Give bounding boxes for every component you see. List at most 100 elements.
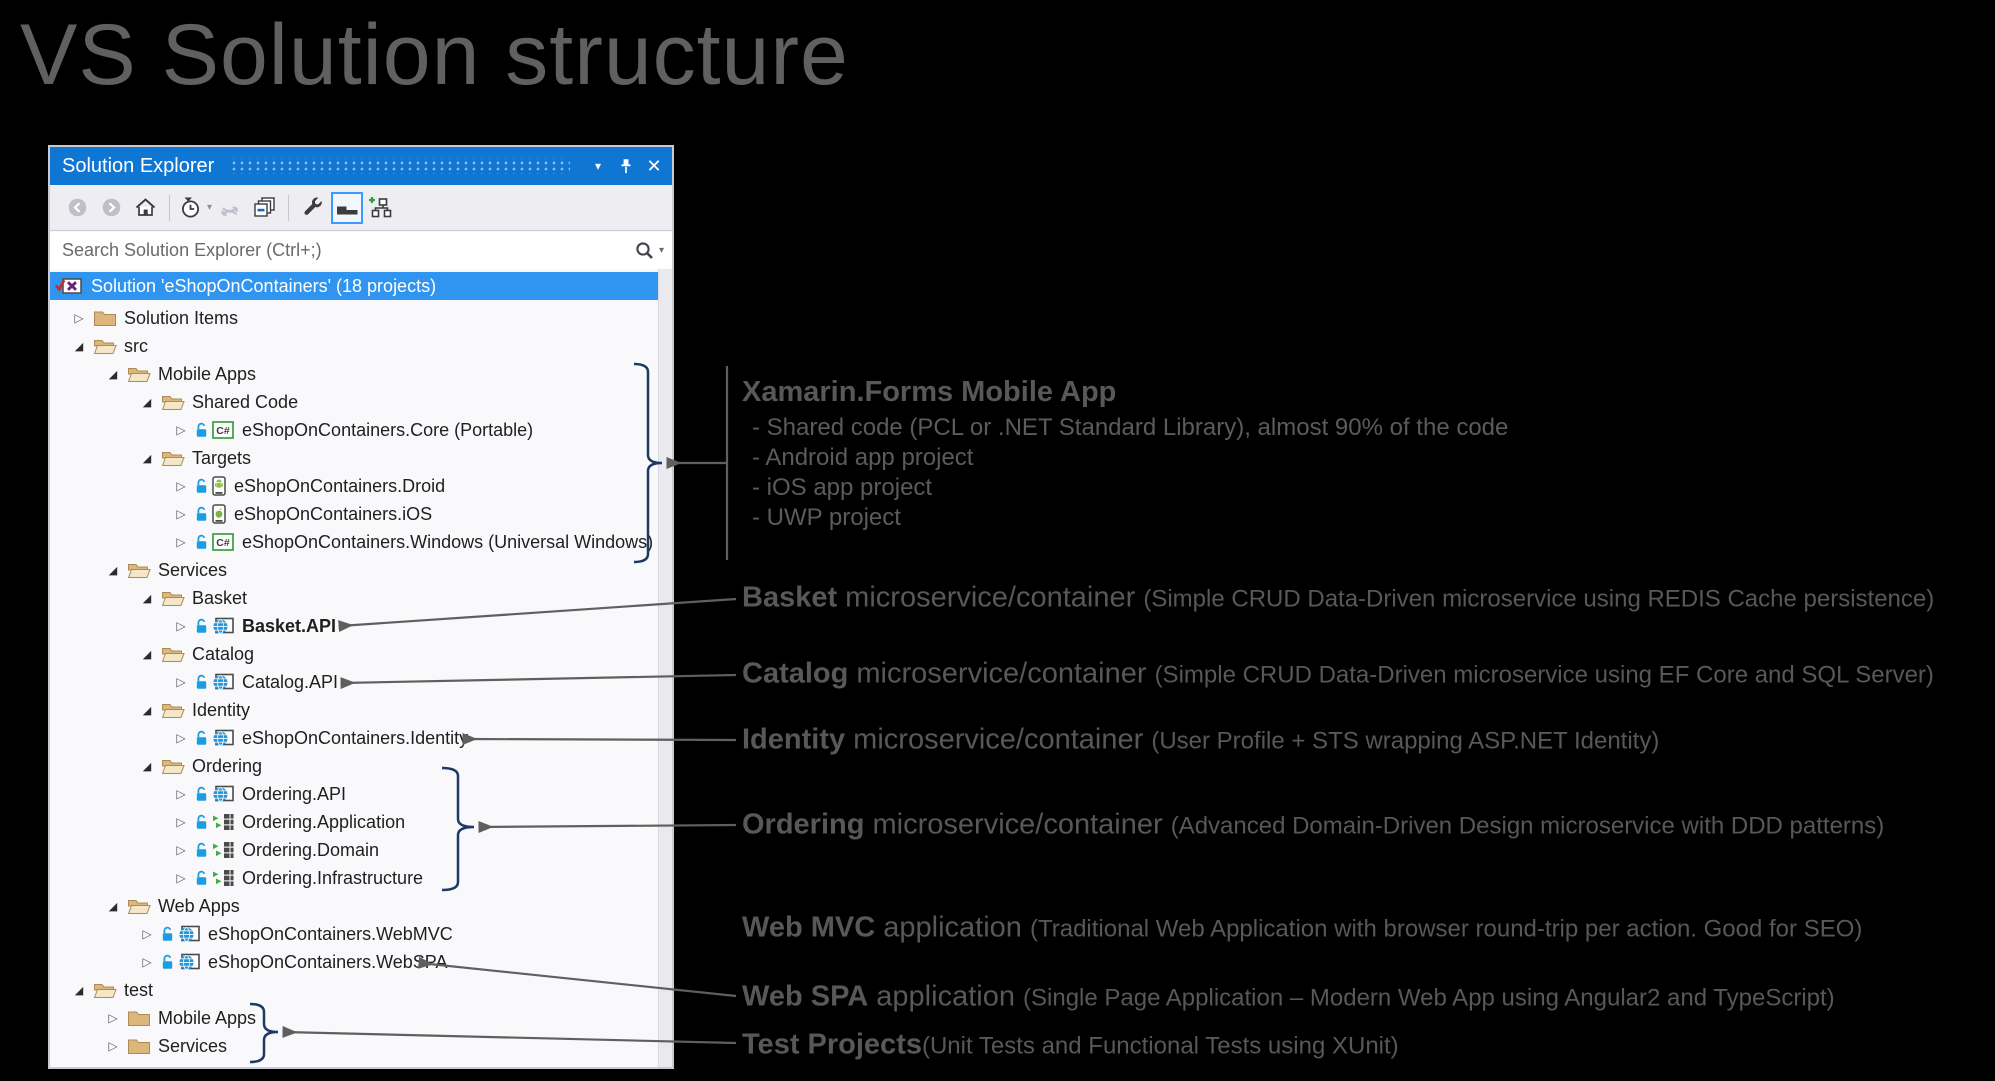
folder-open-icon (161, 589, 185, 607)
lock-icon (161, 954, 174, 970)
tree-item-label: eShopOnContainers.Core (Portable) (242, 419, 534, 440)
callout-text-bold: Ordering (742, 808, 865, 841)
preview-selected-items-icon[interactable] (331, 191, 364, 224)
web-icon (211, 785, 235, 803)
expander-expanded-icon[interactable]: ◢ (108, 564, 118, 577)
tree-item-web-apps[interactable]: ◢Web Apps (50, 892, 659, 920)
expander-collapsed-icon[interactable]: ▷ (176, 507, 186, 521)
expander-collapsed-icon[interactable]: ▷ (176, 787, 186, 801)
close-icon[interactable]: ✕ (646, 155, 662, 176)
classlib-icon (211, 841, 235, 859)
expander-collapsed-icon[interactable]: ▷ (176, 731, 186, 745)
tree-item-mobile-apps[interactable]: ◢Mobile Apps (50, 360, 659, 388)
tree-item-solution-root[interactable]: Solution 'eShopOnContainers' (18 project… (50, 272, 659, 300)
callout-identity: Identity microservice/container (User Pr… (742, 724, 1659, 757)
expander-collapsed-icon[interactable]: ▷ (74, 311, 84, 325)
expander-expanded-icon[interactable]: ◢ (108, 368, 118, 381)
dropdown-chevron-icon[interactable]: ▾ (207, 202, 213, 213)
tree-item-eshoponcontainers-droid[interactable]: ▷eShopOnContainers.Droid (50, 472, 659, 500)
tree-item-eshoponcontainers-webspa[interactable]: ▷ eShopOnContainers.WebSPA (50, 948, 659, 976)
tree-item-ordering-application[interactable]: ▷Ordering.Application (50, 808, 659, 836)
window-position-chevron-icon[interactable]: ▾ (594, 159, 602, 173)
web-icon (177, 925, 201, 943)
tree-item-eshoponcontainers-core-portable-[interactable]: ▷ C# eShopOnContainers.Core (Portable) (50, 416, 659, 444)
expander-expanded-icon[interactable]: ◢ (74, 984, 84, 997)
tree-item-eshoponcontainers-identity[interactable]: ▷eShopOnContainers.Identity (50, 724, 659, 752)
tree-item-label: Mobile Apps (158, 1007, 257, 1028)
expander-collapsed-icon[interactable]: ▷ (176, 535, 186, 549)
expander-expanded-icon[interactable]: ◢ (142, 396, 152, 409)
lock-icon (195, 478, 208, 494)
tree-item-label: eShopOnContainers.WebMVC (208, 923, 453, 944)
csharp-icon: C# (211, 533, 235, 551)
tree-item-catalog-api[interactable]: ▷Catalog.API (50, 668, 659, 696)
tree-item-eshoponcontainers-ios[interactable]: ▷eShopOnContainers.iOS (50, 500, 659, 528)
expander-collapsed-icon[interactable]: ▷ (142, 927, 152, 941)
expander-collapsed-icon[interactable]: ▷ (176, 843, 186, 857)
tree-item-services[interactable]: ▷Services (50, 1032, 659, 1060)
tree-item-identity[interactable]: ◢ Identity (50, 696, 659, 724)
expander-expanded-icon[interactable]: ◢ (108, 900, 118, 913)
forward-icon[interactable] (95, 192, 127, 224)
tree-item-eshoponcontainers-windows-universal-windows-[interactable]: ▷C#eShopOnContainers.Windows (Universal … (50, 528, 659, 556)
scrollbar[interactable] (658, 269, 672, 1067)
expander-collapsed-icon[interactable]: ▷ (176, 479, 186, 493)
new-solution-explorer-view-icon[interactable] (365, 192, 397, 224)
expander-collapsed-icon[interactable]: ▷ (142, 955, 152, 969)
svg-text:C#: C# (216, 425, 230, 437)
expander-collapsed-icon[interactable]: ▷ (176, 619, 186, 633)
expander-expanded-icon[interactable]: ◢ (142, 704, 152, 717)
callout-text-mid: application (875, 911, 1030, 944)
callout-text-bold: Identity (742, 723, 846, 756)
collapse-all-icon[interactable] (248, 192, 280, 224)
tree-item-solution-items[interactable]: ▷Solution Items (50, 304, 659, 332)
solution-explorer-titlebar: Solution Explorer ▾ ✕ (50, 147, 672, 185)
expander-expanded-icon[interactable]: ◢ (74, 340, 84, 353)
sync-with-active-document-icon[interactable] (214, 192, 246, 224)
folder-open-icon (93, 337, 117, 355)
expander-expanded-icon[interactable]: ◢ (142, 592, 152, 605)
search-icon[interactable] (634, 240, 655, 261)
tree-item-label: Basket.API (242, 615, 337, 636)
tree-item-services[interactable]: ◢Services (50, 556, 659, 584)
tree-item-shared-code[interactable]: ◢Shared Code (50, 388, 659, 416)
expander-collapsed-icon[interactable]: ▷ (176, 675, 186, 689)
tree-item-test[interactable]: ◢test (50, 976, 659, 1004)
expander-collapsed-icon[interactable]: ▷ (176, 423, 186, 437)
titlebar-drag-grip[interactable] (230, 158, 570, 174)
tree-item-basket-api[interactable]: ▷ Basket.API (50, 612, 659, 640)
tree-item-ordering-domain[interactable]: ▷Ordering.Domain (50, 836, 659, 864)
tree-item-basket[interactable]: ◢Basket (50, 584, 659, 612)
tree-item-targets[interactable]: ◢Targets (50, 444, 659, 472)
tree-item-label: eShopOnContainers.WebSPA (208, 951, 448, 972)
web-icon (211, 673, 235, 691)
tree-item-label: Identity (192, 699, 251, 720)
expander-collapsed-icon[interactable]: ▷ (108, 1039, 118, 1053)
expander-collapsed-icon[interactable]: ▷ (176, 871, 186, 885)
expander-expanded-icon[interactable]: ◢ (142, 648, 152, 661)
home-icon[interactable] (129, 192, 161, 224)
back-icon[interactable] (61, 192, 93, 224)
expander-expanded-icon[interactable]: ◢ (142, 760, 152, 773)
tree-item-ordering-api[interactable]: ▷Ordering.API (50, 780, 659, 808)
properties-wrench-icon[interactable] (297, 192, 329, 224)
expander-collapsed-icon[interactable]: ▷ (108, 1011, 118, 1025)
callout-text-bold: Catalog (742, 657, 849, 690)
callout-text-mid: microservice/container (864, 808, 1171, 841)
tree-item-catalog[interactable]: ◢Catalog (50, 640, 659, 668)
pin-icon[interactable] (612, 152, 640, 180)
callout-text-mid: microservice/container (848, 657, 1155, 690)
tree-item-eshoponcontainers-webmvc[interactable]: ▷ eShopOnContainers.WebMVC (50, 920, 659, 948)
tree-item-src[interactable]: ◢src (50, 332, 659, 360)
search-options-chevron-icon[interactable]: ▾ (658, 245, 664, 256)
ios-icon (211, 504, 227, 524)
tree-item-ordering[interactable]: ◢Ordering (50, 752, 659, 780)
pending-changes-filter-icon[interactable]: ▾ (178, 192, 212, 224)
tree-item-ordering-infrastructure[interactable]: ▷Ordering.Infrastructure (50, 864, 659, 892)
expander-expanded-icon[interactable]: ◢ (142, 452, 152, 465)
search-input[interactable] (50, 239, 634, 262)
lock-icon (195, 786, 208, 802)
expander-collapsed-icon[interactable]: ▷ (176, 815, 186, 829)
callout-text-bold: Test Projects (742, 1028, 922, 1061)
tree-item-mobile-apps[interactable]: ▷ Mobile Apps (50, 1004, 659, 1032)
